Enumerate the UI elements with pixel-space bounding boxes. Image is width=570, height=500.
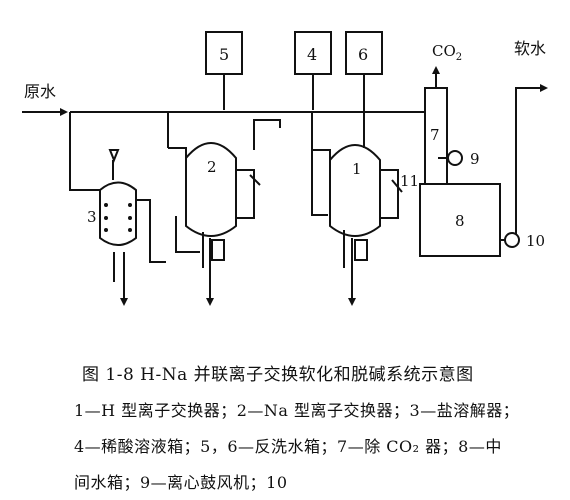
box-4-label: 4 bbox=[307, 45, 317, 64]
acid-tank-4 bbox=[294, 31, 332, 110]
blower-9 bbox=[438, 150, 463, 166]
salt-dissolver-3 bbox=[99, 149, 166, 306]
box-5-label: 5 bbox=[219, 45, 229, 64]
h-exchanger-1 bbox=[311, 144, 403, 306]
label-8: 8 bbox=[455, 212, 465, 230]
main-header-pipe bbox=[69, 111, 425, 191]
soft-water-label: 软水 bbox=[514, 39, 546, 58]
label-11: 11 bbox=[400, 172, 419, 190]
pump-10 bbox=[500, 84, 548, 248]
label-10: 10 bbox=[526, 232, 545, 250]
process-flow-diagram: 原水 5 4 6 3 bbox=[22, 31, 548, 306]
na-exchanger-2 bbox=[168, 119, 281, 306]
co2-subscript: 2 bbox=[456, 52, 462, 63]
intermediate-tank-8 bbox=[419, 183, 501, 257]
caption-line-1: 1—H 型离子交换器；2—Na 型离子交换器；3—盐溶解器； bbox=[74, 401, 520, 420]
label-9: 9 bbox=[470, 150, 480, 168]
decarbonator-7 bbox=[424, 66, 448, 185]
caption-line-2: 4—稀酸溶液箱；5，6—反洗水箱；7—除 CO₂ 器；8—中 bbox=[74, 437, 502, 456]
caption-line-3: 间水箱；9—离心鼓风机；10 bbox=[74, 473, 288, 492]
raw-water-arrow bbox=[22, 108, 68, 116]
backwash-tank-6 bbox=[345, 31, 383, 148]
raw-water-label: 原水 bbox=[24, 82, 56, 101]
label-7: 7 bbox=[430, 126, 440, 144]
co2-text: CO bbox=[432, 42, 456, 60]
label-2: 2 bbox=[207, 158, 217, 176]
label-1: 1 bbox=[352, 160, 362, 178]
backwash-tank-5 bbox=[205, 31, 243, 110]
caption-title: 图 1-8 H-Na 并联离子交换软化和脱碱系统示意图 bbox=[82, 365, 474, 385]
label-3: 3 bbox=[87, 208, 97, 226]
co2-label: CO2 bbox=[432, 42, 462, 63]
box-6-label: 6 bbox=[358, 45, 368, 64]
